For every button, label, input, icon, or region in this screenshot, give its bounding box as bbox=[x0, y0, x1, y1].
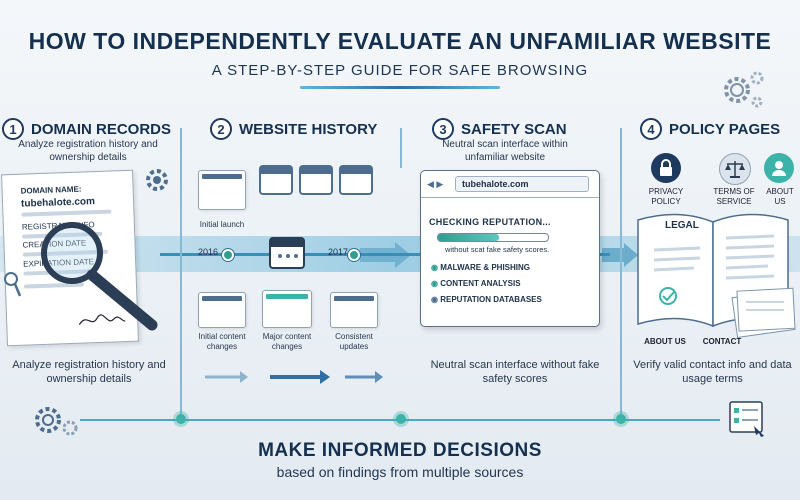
calendar-icon bbox=[269, 237, 305, 269]
scan-browser-window: ◀ ▶ tubehalote.com CHECKING REPUTATION..… bbox=[420, 170, 600, 327]
step-1-description: Analyze registration history and ownersh… bbox=[18, 139, 158, 163]
gear-icon bbox=[35, 407, 78, 436]
step-1-title: 1 DOMAIN RECORDS bbox=[2, 118, 171, 140]
browser-divider bbox=[421, 197, 599, 198]
lock-icon bbox=[651, 153, 681, 183]
connector-line bbox=[400, 128, 402, 168]
domain-record-document: DOMAIN NAME: tubehalote.com REGISTRANT I… bbox=[1, 169, 139, 347]
gear-icon bbox=[724, 71, 764, 108]
paper-stack-icon bbox=[731, 287, 796, 338]
scan-url: tubehalote.com bbox=[462, 179, 529, 189]
consistent-updates-label: Consistent updates bbox=[335, 332, 373, 351]
check-dot-icon: ◉ bbox=[431, 295, 438, 304]
doc-field-label: DOMAIN NAME: bbox=[20, 184, 82, 196]
signature-icon bbox=[78, 314, 126, 326]
history-snapshot-card bbox=[262, 290, 312, 328]
timeline-dot bbox=[222, 249, 234, 261]
subtitle-underline bbox=[300, 86, 500, 89]
about-us-bottom-label: ABOUT US bbox=[644, 337, 686, 346]
scan-url-bar: tubehalote.com bbox=[455, 176, 589, 192]
initial-changes-label: Initial content changes bbox=[198, 332, 246, 351]
doc-domain-value: tubehalote.com bbox=[20, 196, 96, 210]
connector-line bbox=[620, 128, 622, 418]
step-4-label: POLICY PAGES bbox=[669, 120, 781, 138]
checklist-icon bbox=[729, 401, 764, 437]
timeline-year-start: 2016 bbox=[198, 247, 219, 257]
magnifier-icon bbox=[41, 222, 158, 331]
step-2-title: 2 WEBSITE HISTORY bbox=[210, 118, 377, 140]
gear-icon bbox=[146, 169, 168, 191]
flow-dot bbox=[616, 414, 626, 424]
history-timeline bbox=[160, 253, 610, 256]
contact-label: CONTACT bbox=[702, 337, 742, 346]
step-3-number: 3 bbox=[432, 118, 454, 140]
calendar-icon bbox=[259, 165, 373, 195]
footer-title: MAKE INFORMED DECISIONS bbox=[258, 440, 542, 461]
browser-nav-icon: ◀ ▶ bbox=[427, 179, 444, 189]
step-3-description: Neutral scan interface within unfamiliar… bbox=[442, 139, 568, 163]
footer-subtitle: based on findings from multiple sources bbox=[276, 464, 524, 480]
terms-of-service-label: TERMS OF SERVICE bbox=[713, 187, 755, 206]
check-label: MALWARE & PHISHING bbox=[440, 263, 530, 272]
privacy-policy-label: PRIVACY POLICY bbox=[648, 187, 684, 206]
checking-reputation-text: CHECKING REPUTATION... bbox=[429, 217, 551, 227]
arrow-icon bbox=[205, 370, 383, 384]
step-1-bottom-text: Analyze registration history and ownersh… bbox=[12, 359, 166, 385]
step-2-number: 2 bbox=[210, 118, 232, 140]
step-3-label: SAFETY SCAN bbox=[461, 120, 567, 138]
flow-dot bbox=[396, 414, 406, 424]
page-title: HOW TO INDEPENDENTLY EVALUATE AN UNFAMIL… bbox=[28, 28, 772, 54]
timeline-dot bbox=[348, 249, 360, 261]
step-4-bottom-text: Verify valid contact info and data usage… bbox=[633, 359, 792, 385]
page-subtitle: A STEP-BY-STEP GUIDE FOR SAFE BROWSING bbox=[211, 62, 589, 79]
major-changes-label: Major content changes bbox=[262, 332, 312, 351]
legal-heading: LEGAL bbox=[665, 220, 699, 231]
step-2-label: WEBSITE HISTORY bbox=[239, 120, 378, 138]
initial-launch-label: Initial launch bbox=[199, 220, 245, 229]
arrow-icon bbox=[360, 242, 411, 268]
step-3-bottom-text: Neutral scan interface without fake safe… bbox=[430, 359, 600, 385]
scan-progress-fill bbox=[438, 234, 499, 241]
check-label: CONTENT ANALYSIS bbox=[440, 279, 521, 288]
connector-line bbox=[180, 128, 182, 418]
check-label: REPUTATION DATABASES bbox=[440, 295, 542, 304]
scan-note: without scat fake safety scores. bbox=[445, 245, 550, 254]
history-snapshot-card bbox=[198, 292, 246, 328]
check-dot-icon: ◉ bbox=[431, 279, 438, 288]
step-1-label: DOMAIN RECORDS bbox=[31, 120, 172, 138]
person-icon bbox=[764, 153, 794, 183]
check-item-3: ◉ REPUTATION DATABASES bbox=[431, 295, 542, 304]
check-item-1: ◉ MALWARE & PHISHING bbox=[431, 263, 530, 272]
timeline-year-end: 2017 bbox=[328, 247, 349, 257]
about-us-label: ABOUT US bbox=[766, 187, 794, 206]
check-item-2: ◉ CONTENT ANALYSIS bbox=[431, 279, 521, 288]
step-4-number: 4 bbox=[640, 118, 662, 140]
step-1-number: 1 bbox=[2, 118, 24, 140]
scan-progress-bar bbox=[437, 233, 549, 242]
step-4-title: 4 POLICY PAGES bbox=[640, 118, 780, 140]
history-snapshot-card bbox=[330, 292, 378, 328]
scales-icon bbox=[719, 153, 751, 185]
history-snapshot-card bbox=[198, 170, 246, 210]
step-3-title: 3 SAFETY SCAN bbox=[432, 118, 567, 140]
magnifier-icon bbox=[4, 272, 22, 297]
check-dot-icon: ◉ bbox=[431, 263, 438, 272]
flow-dot bbox=[176, 414, 186, 424]
